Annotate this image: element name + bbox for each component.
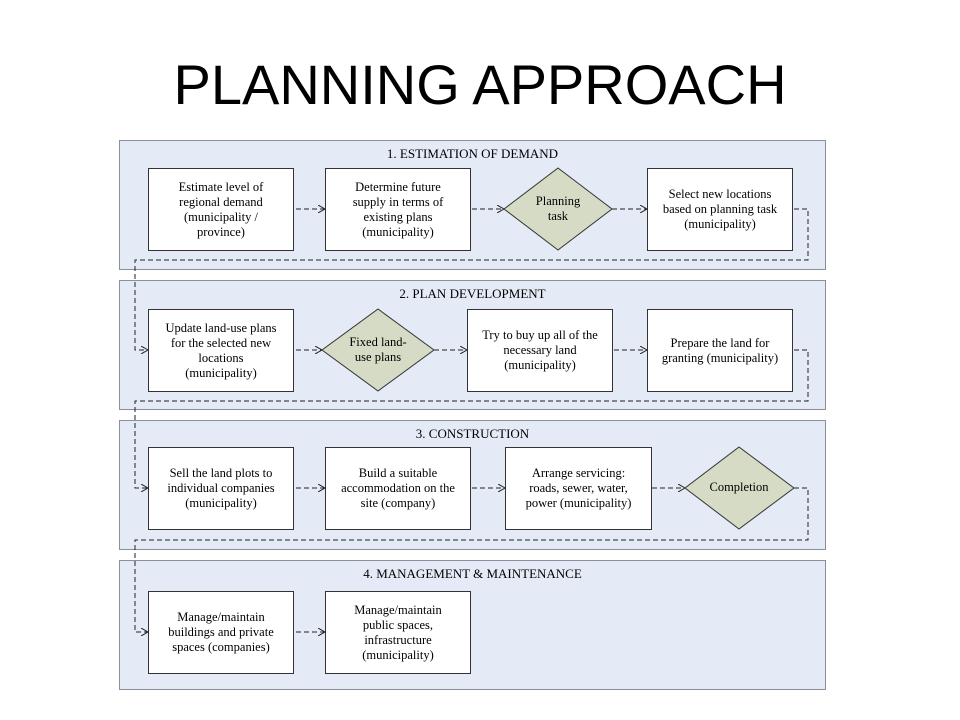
- step-select-new-locations: Select new locations based on planning t…: [647, 168, 793, 251]
- step-sell-land-plots: Sell the land plots to individual compan…: [148, 447, 294, 530]
- stage-title: 1. ESTIMATION OF DEMAND: [386, 146, 559, 161]
- step-manage-public-spaces: Manage/maintain public spaces, infrastru…: [325, 591, 471, 674]
- wrap-3-4: [134, 487, 809, 632]
- step-update-land-use-plans: Update land-use plans for the selected n…: [148, 309, 294, 392]
- diamond-planning-task: [503, 167, 613, 251]
- step-build-accommodation: Build a suitable accommodation on the si…: [325, 447, 471, 530]
- stage-title: 4. MANAGEMENT & MAINTENANCE: [363, 566, 582, 581]
- step-determine-future-supply: Determine future supply in terms of exis…: [325, 168, 471, 251]
- step-buy-up-land: Try to buy up all of the necessary land …: [467, 309, 613, 392]
- step-manage-buildings: Manage/maintain buildings and private sp…: [148, 591, 294, 674]
- wrap-1-2: [134, 208, 809, 350]
- page-title: PLANNING APPROACH: [173, 53, 787, 116]
- wrap-2-3: [134, 349, 809, 488]
- step-prepare-land: Prepare the land for granting (municipal…: [647, 309, 793, 392]
- stage-title: 3. CONSTRUCTION: [415, 426, 530, 441]
- step-arrange-servicing: Arrange servicing: roads, sewer, water, …: [505, 447, 652, 530]
- diamond-label-planning-task: Planning task: [535, 194, 581, 223]
- diamond-label-completion: Completion: [709, 480, 769, 494]
- step-estimate-regional-demand: Estimate level of regional demand (munic…: [148, 168, 294, 251]
- stage-title: 2. PLAN DEVELOPMENT: [399, 286, 546, 301]
- diamond-label-fixed-land-use-plans: Fixed land- use plans: [349, 335, 407, 364]
- diamond-fixed-land-use-plans: [321, 308, 435, 392]
- diamond-completion: [684, 446, 795, 530]
